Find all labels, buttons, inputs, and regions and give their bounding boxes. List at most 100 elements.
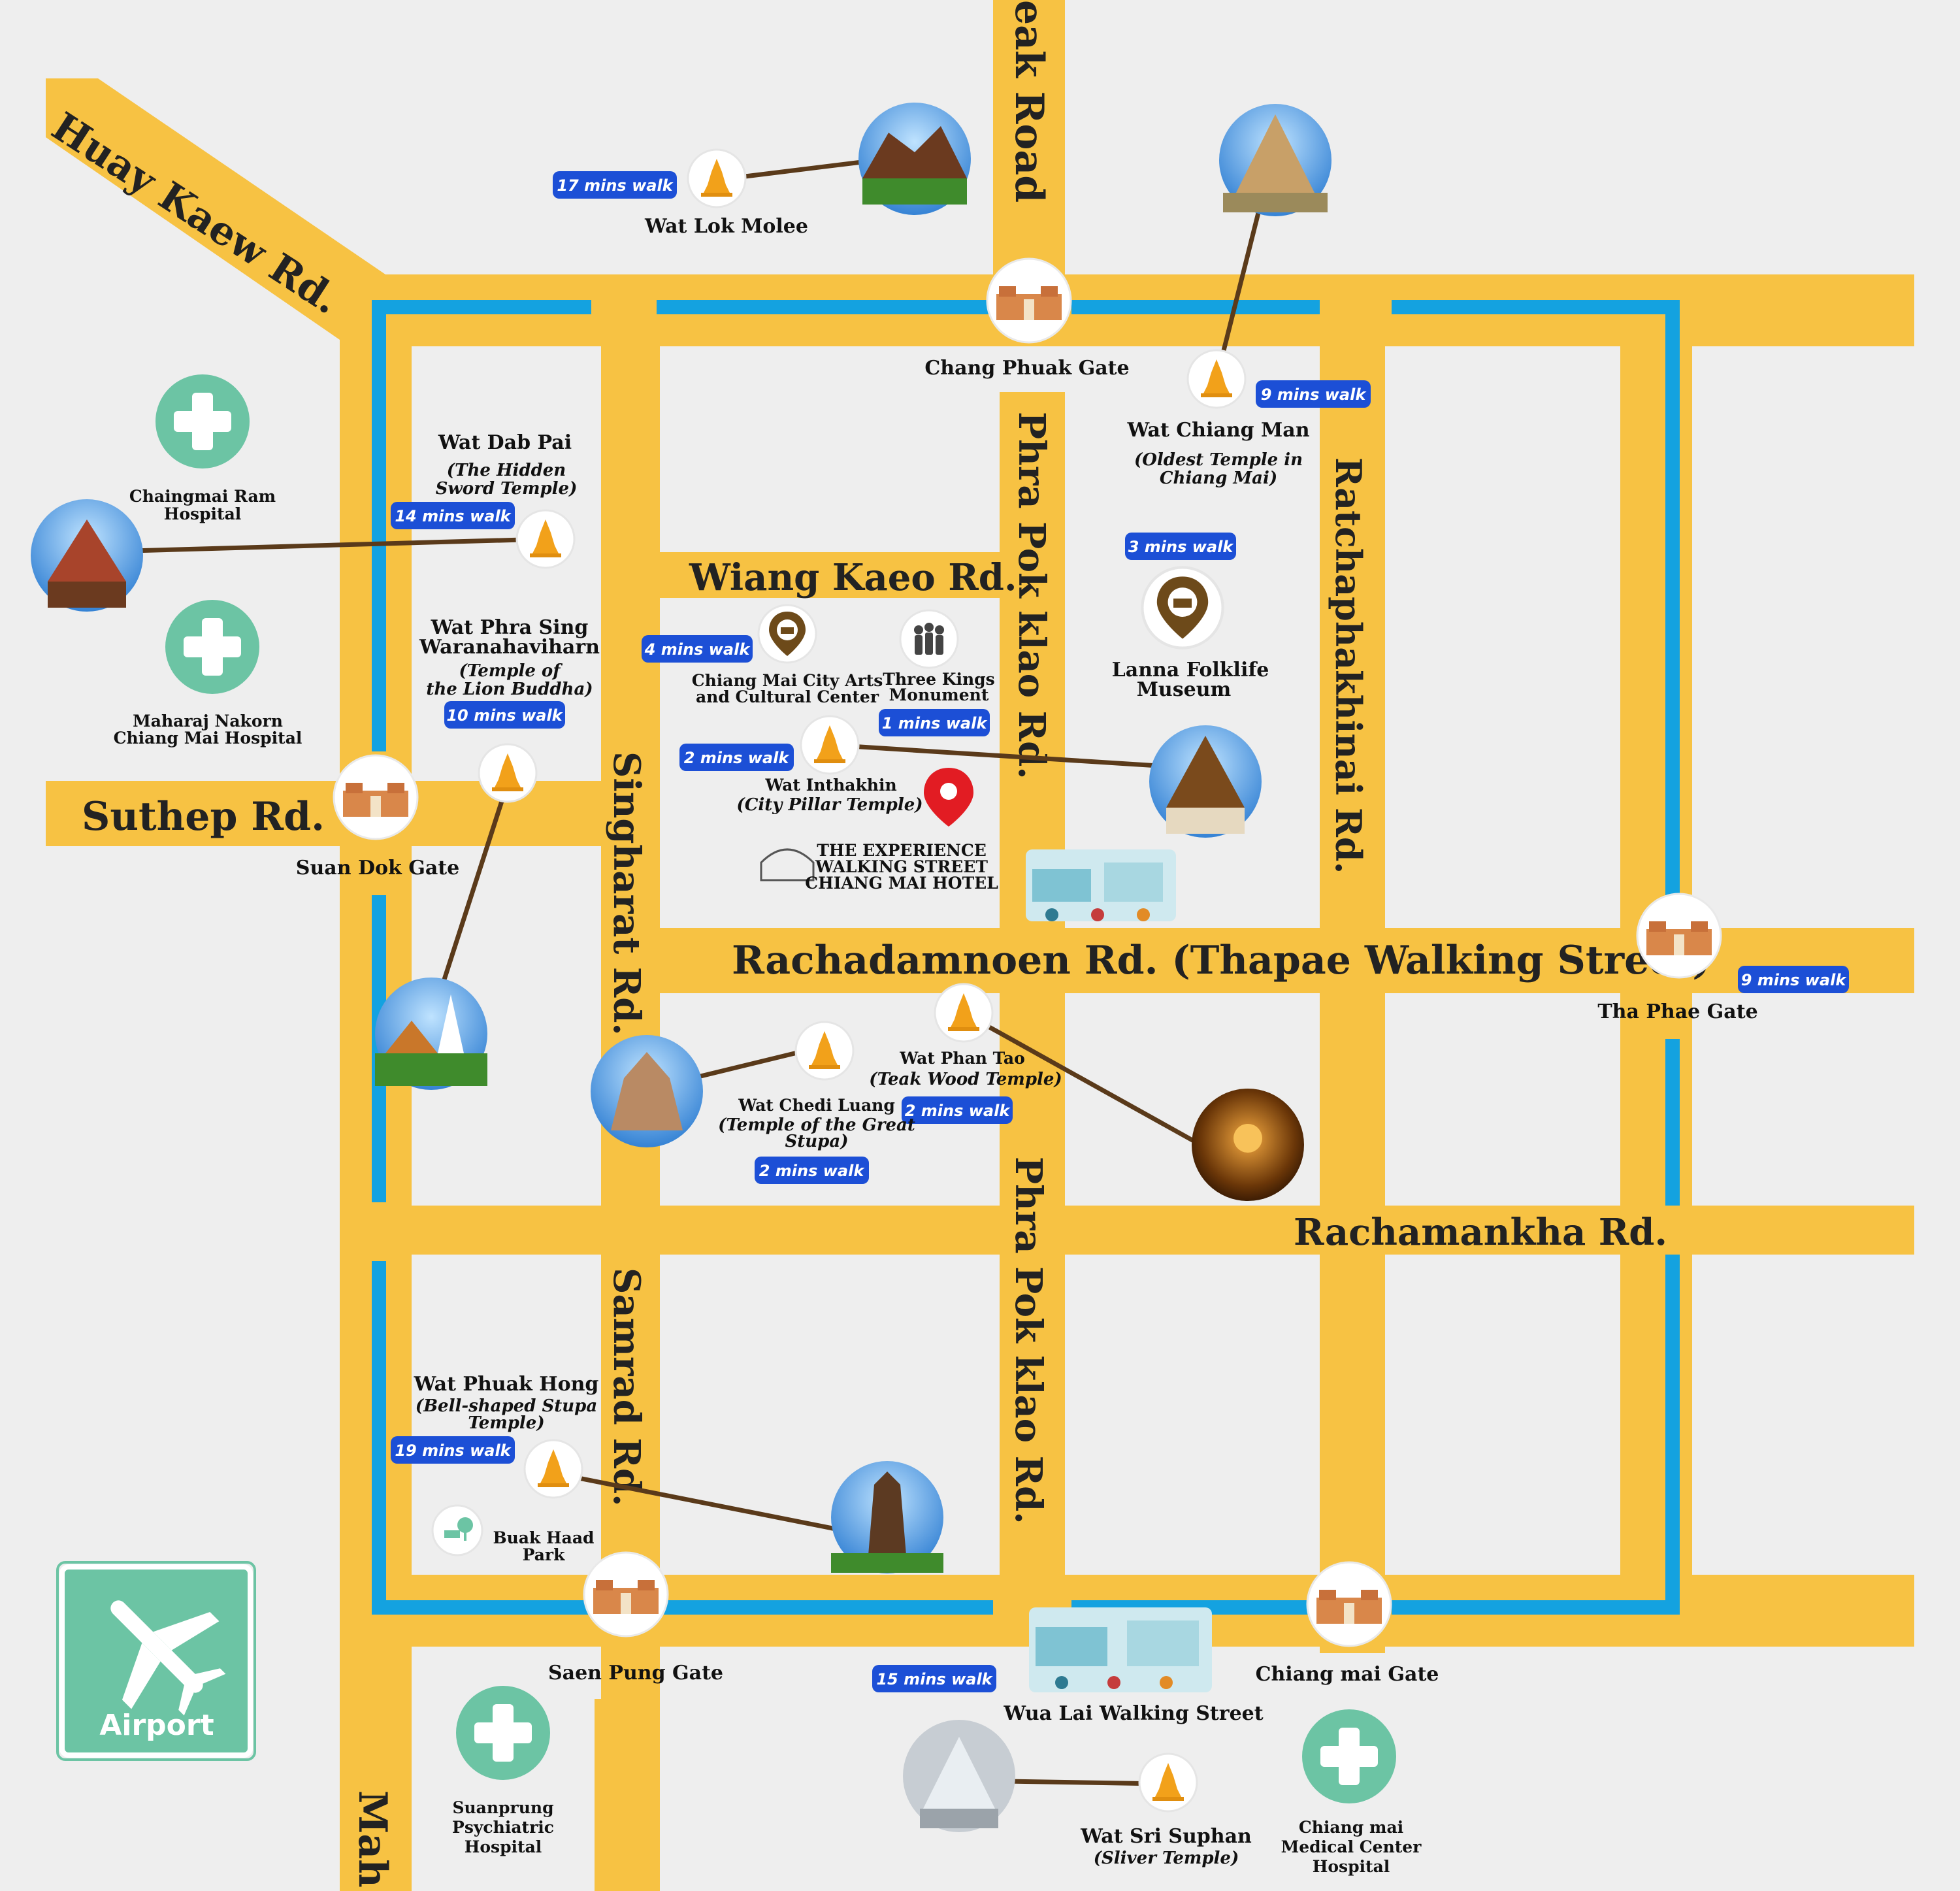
wat-phra-sing-sub1: (Temple of xyxy=(459,661,563,681)
arts-center-label-1: Chiang Mai City Arts xyxy=(692,671,883,690)
maharaj-label-1: Maharaj Nakorn xyxy=(133,712,283,731)
wat-phuak-hong-sub2: Temple) xyxy=(468,1413,544,1433)
map-pin-icon[interactable] xyxy=(924,768,973,827)
suanprung-label-2: Psychiatric xyxy=(452,1818,554,1837)
wat-chedi-luang-sub2: Stupa) xyxy=(785,1132,848,1151)
photo-wat-phuak-hong xyxy=(831,1461,943,1573)
arts-center-label-2: and Cultural Center xyxy=(696,687,879,706)
medical-center-label-2: Medical Center xyxy=(1281,1837,1422,1856)
wat-phan-tao-icon[interactable] xyxy=(934,983,994,1043)
wat-lok-molee-icon[interactable] xyxy=(687,148,747,208)
roads xyxy=(46,0,1914,1891)
wat-chiang-man-icon[interactable] xyxy=(1186,349,1247,409)
wua-lai-walk-badge xyxy=(872,1665,996,1692)
phra-pok-klao-road xyxy=(1000,392,1065,1634)
hotel-label-3: CHIANG MAI HOTEL xyxy=(805,874,998,893)
wat-phan-tao-label: Wat Phan Tao xyxy=(899,1049,1025,1068)
tha-phae-walk-badge xyxy=(1738,966,1849,993)
wat-phuak-hong-walk-badge xyxy=(391,1436,515,1464)
suanprung-label-1: Suanprung xyxy=(452,1798,553,1817)
wat-chiang-man-sub1: (Oldest Temple in xyxy=(1134,450,1303,470)
rachadamnoen-road-label: Rachadamnoen Rd. (Thapae Walking Street) xyxy=(732,938,1711,983)
airplane-icon xyxy=(110,1600,226,1716)
chang-phuak-gate-icon[interactable] xyxy=(986,257,1072,344)
medical-center-hospital-icon[interactable] xyxy=(1302,1709,1396,1803)
mahidol-road-label: Mah xyxy=(350,1790,395,1888)
three-kings-label-1: Three Kings xyxy=(883,670,994,689)
wat-dab-pai-sub2: Sword Temple) xyxy=(436,479,578,499)
singharat-road-label: Singharat Rd. xyxy=(605,751,648,1036)
photo-wat-phra-sing xyxy=(375,978,487,1090)
buak-haad-park-icon[interactable] xyxy=(431,1504,483,1556)
hotel-label-1: THE EXPERIENCE xyxy=(817,841,987,860)
arts-center-icon[interactable] xyxy=(757,604,817,664)
chaingmai-ram-label-2: Hospital xyxy=(164,504,242,523)
lanna-folklife-museum-icon[interactable] xyxy=(1142,567,1222,648)
airport-button[interactable]: Airport xyxy=(56,1559,256,1761)
wat-chiang-man-walk-badge xyxy=(1256,380,1371,408)
buak-haad-label-2: Park xyxy=(523,1545,565,1564)
photo-wat-sri-suphan xyxy=(903,1720,1015,1832)
wat-sri-suphan-sub: (Sliver Temple) xyxy=(1094,1849,1239,1868)
folklife-walk-badge xyxy=(1125,533,1236,560)
samrad-road-label: Samrad Rd. xyxy=(605,1268,648,1507)
photo-wat-chedi-luang xyxy=(591,1035,703,1147)
wat-lok-molee-label: Wat Lok Molee xyxy=(644,215,808,238)
ratchaphakhinai-road-label: Ratchaphakhinai Rd. xyxy=(1328,457,1369,874)
maharaj-hospital-icon[interactable] xyxy=(165,600,259,694)
wat-phan-tao-walk-badge xyxy=(902,1096,1013,1124)
wat-phra-sing-label-1: Wat Phra Sing xyxy=(431,616,589,639)
wat-dab-pai-walk-badge xyxy=(391,502,515,529)
huay-kaew-road xyxy=(46,78,385,340)
wat-inthakhin-icon[interactable] xyxy=(800,715,860,775)
walking-street-illustration-north xyxy=(1026,849,1176,921)
phra-pok-klao-north-label: Phra Pok klao Rd. xyxy=(1010,412,1053,780)
wat-chedi-luang-sub1: (Temple of the Great xyxy=(718,1115,915,1135)
wat-chedi-luang-walk-badge xyxy=(755,1157,869,1184)
wiang-kaeo-road-label: Wiang Kaeo Rd. xyxy=(689,556,1017,599)
suan-dok-gate-label: Suan Dok Gate xyxy=(296,857,459,880)
folklife-label-1: Lanna Folklife xyxy=(1112,659,1269,682)
photo-wat-dab-pai xyxy=(31,499,143,612)
three-kings-walk-badge xyxy=(879,709,990,736)
wat-chedi-luang-icon[interactable] xyxy=(794,1021,855,1081)
suanprung-hospital-icon[interactable] xyxy=(456,1686,550,1780)
walking-street-illustration-south xyxy=(1029,1607,1212,1692)
medical-center-label-1: Chiang mai xyxy=(1299,1818,1403,1837)
folklife-walk: 3 mins walk xyxy=(1128,538,1235,556)
tha-phae-walk: 9 mins walk xyxy=(1741,971,1848,989)
wat-phra-sing-walk-badge xyxy=(444,701,565,729)
photo-wat-lok-molee xyxy=(858,103,971,215)
chaingmai-ram-hospital-icon[interactable] xyxy=(155,374,250,469)
rachamankha-road-label: Rachamankha Rd. xyxy=(1294,1211,1667,1254)
chang-phuak-gate-label: Chang Phuak Gate xyxy=(924,357,1129,380)
suthep-road-label: Suthep Rd. xyxy=(82,794,325,840)
wat-inthakhin-sub: (City Pillar Temple) xyxy=(736,795,923,815)
chiang-mai-gate-icon[interactable] xyxy=(1306,1561,1392,1647)
wat-phan-tao-sub: (Teak Wood Temple) xyxy=(869,1070,1062,1089)
tha-phae-gate-icon[interactable] xyxy=(1636,893,1722,979)
wat-chiang-man-label: Wat Chiang Man xyxy=(1126,419,1309,442)
wat-phra-sing-icon[interactable] xyxy=(478,743,538,803)
wat-phuak-hong-icon[interactable] xyxy=(523,1439,583,1499)
hotel-logo-icon xyxy=(760,848,815,881)
wat-phra-sing-sub2: the Lion Buddha) xyxy=(426,680,593,699)
wat-phuak-hong-label: Wat Phuak Hong xyxy=(414,1373,599,1396)
maharaj-label-2: Chiang Mai Hospital xyxy=(114,729,302,748)
wat-inthakhin-walk-badge xyxy=(679,744,794,771)
samrad-south-road xyxy=(595,1699,660,1891)
photo-wat-phan-tao xyxy=(1192,1089,1304,1201)
wat-lok-molee-walk-badge xyxy=(553,171,677,199)
wat-sri-suphan-icon[interactable] xyxy=(1138,1752,1198,1813)
three-kings-walk: 1 mins walk xyxy=(882,714,988,732)
medical-center-label-3: Hospital xyxy=(1313,1857,1390,1876)
suan-dok-gate-icon[interactable] xyxy=(333,754,419,840)
wat-lok-molee-walk: 17 mins walk xyxy=(557,176,674,195)
chang-phueak-road-label: eak Road xyxy=(1006,0,1052,203)
saen-pung-gate-icon[interactable] xyxy=(583,1551,669,1637)
huay-kaew-road-label: Huay Kaew Rd. xyxy=(44,104,348,323)
suanprung-label-3: Hospital xyxy=(465,1837,542,1856)
wat-dab-pai-icon[interactable] xyxy=(515,509,576,569)
three-kings-monument-icon[interactable] xyxy=(899,609,959,669)
